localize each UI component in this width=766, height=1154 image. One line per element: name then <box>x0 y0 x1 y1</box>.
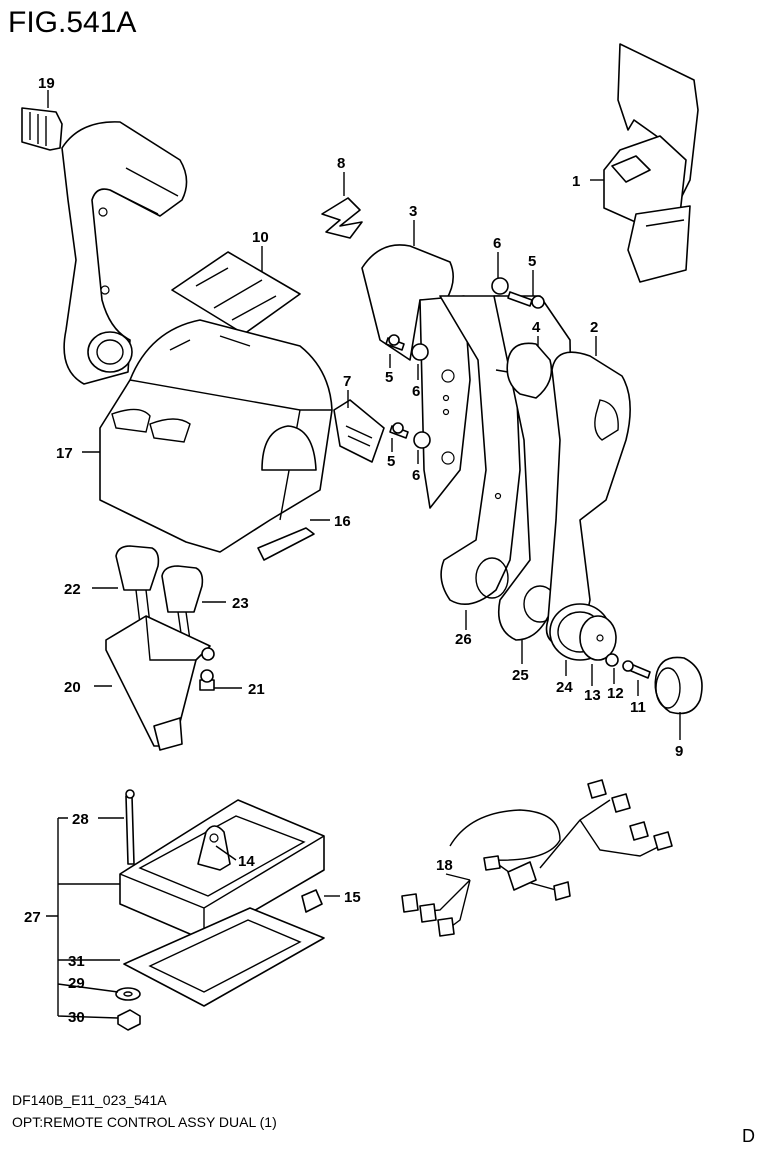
callout-28: 28 <box>72 811 89 828</box>
callout-31: 31 <box>68 953 85 970</box>
part-19-cap <box>21 107 63 151</box>
callout-11: 11 <box>630 699 646 716</box>
callout-20: 20 <box>64 679 81 696</box>
part-18-harness <box>401 779 673 937</box>
leader-lines <box>46 90 681 1019</box>
callout-10: 10 <box>252 229 269 246</box>
part-left-lever <box>61 121 188 385</box>
callouts: 19 1 8 3 10 6 5 4 2 5 6 7 5 6 17 16 22 2… <box>24 75 683 1026</box>
part-16-plate <box>257 527 315 561</box>
callout-21: 21 <box>248 681 265 698</box>
parts-connectors <box>105 545 215 751</box>
callout-12: 12 <box>607 685 624 702</box>
parts-right-stack <box>549 603 703 715</box>
callout-6c: 6 <box>412 467 420 484</box>
part-7-bracket <box>333 399 385 463</box>
callout-29: 29 <box>68 975 85 992</box>
callout-27: 27 <box>24 909 41 926</box>
callout-19: 19 <box>38 75 55 92</box>
callout-13: 13 <box>584 687 601 704</box>
callout-6a: 6 <box>493 235 501 252</box>
screws-and-washers <box>385 277 545 449</box>
corner-mark: D <box>742 1126 755 1146</box>
part-10-plate <box>171 251 301 335</box>
callout-17: 17 <box>56 445 73 462</box>
callout-6b: 6 <box>412 383 420 400</box>
part-4-knob <box>495 342 553 399</box>
callout-4: 4 <box>532 319 541 336</box>
callout-23: 23 <box>232 595 249 612</box>
callout-3: 3 <box>409 203 417 220</box>
callout-14: 14 <box>238 853 255 870</box>
callout-30: 30 <box>68 1009 85 1026</box>
part-2-lever <box>545 351 631 647</box>
callout-1: 1 <box>572 173 580 190</box>
part-17-cover <box>99 319 333 553</box>
callout-26: 26 <box>455 631 472 648</box>
callout-16: 16 <box>334 513 351 530</box>
callout-5c: 5 <box>387 453 395 470</box>
part-1-assy <box>603 43 699 283</box>
callout-18: 18 <box>436 857 453 874</box>
callout-5a: 5 <box>528 253 536 270</box>
callout-7: 7 <box>343 373 351 390</box>
callout-25: 25 <box>512 667 529 684</box>
part-26-arm <box>439 295 521 606</box>
callout-5b: 5 <box>385 369 393 386</box>
part-8-emblem <box>321 197 363 239</box>
figure-description: OPT:REMOTE CONTROL ASSY DUAL (1) <box>12 1114 277 1130</box>
callout-2: 2 <box>590 319 598 336</box>
callout-15: 15 <box>344 889 361 906</box>
callout-22: 22 <box>64 581 81 598</box>
callout-24: 24 <box>556 679 573 696</box>
callout-8: 8 <box>337 155 345 172</box>
callout-9: 9 <box>675 743 683 760</box>
figure-code: DF140B_E11_023_541A <box>12 1092 167 1108</box>
figure-title: FIG.541A <box>8 6 137 39</box>
part-27-base <box>115 789 325 1031</box>
